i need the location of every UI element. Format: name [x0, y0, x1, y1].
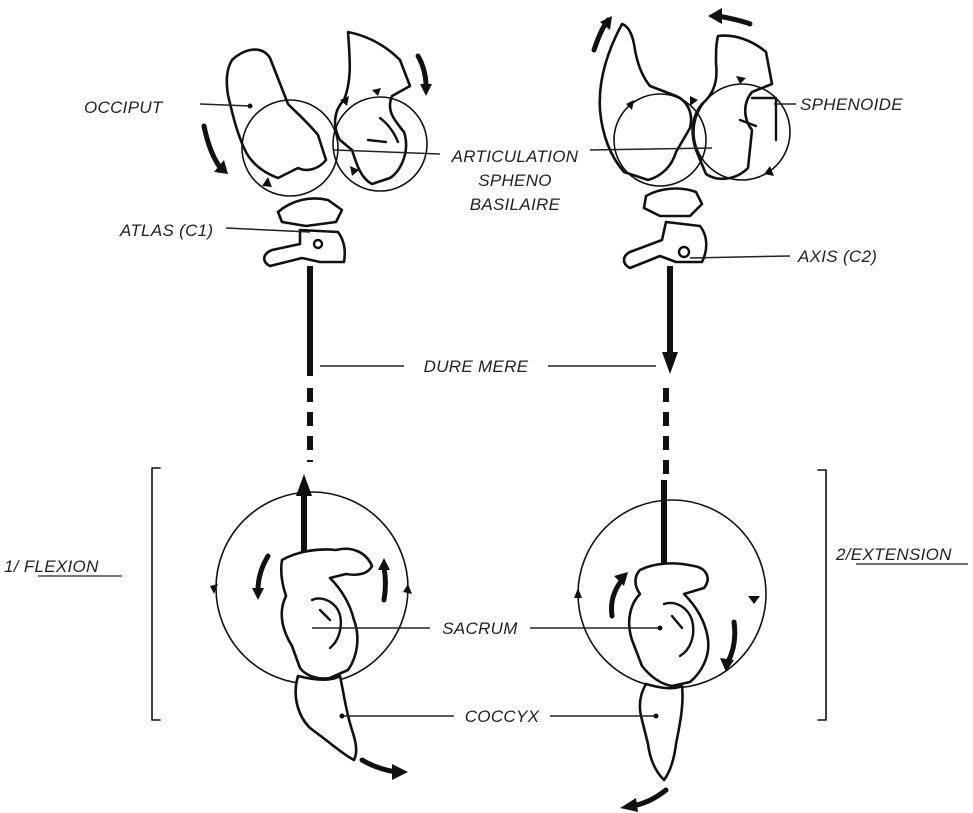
coccyx-bold-arrow-left: [362, 760, 396, 772]
sphenoid-bone-right: [693, 36, 772, 179]
sphenoid-bold-arrowhead-left: [420, 84, 432, 96]
coccyx-bold-arrowhead-right: [620, 798, 638, 812]
sacrum-label: SACRUM: [442, 619, 518, 638]
articulation-label-line1: ARTICULATION: [451, 147, 579, 166]
sacrum-circle-arrowhead-right-b: [748, 596, 760, 604]
axis-vertebra-right: [624, 222, 706, 268]
coccyx-bone-left: [296, 676, 357, 760]
extension-column: [574, 8, 826, 812]
sacrum-bold-arrowhead-left-2: [378, 558, 390, 570]
sphenoid-bold-arrow-right: [718, 16, 750, 24]
occiput-leader-dot: [248, 104, 253, 109]
coccyx-leader-dot-left: [340, 714, 345, 719]
dura-arrowhead-down-right: [662, 352, 678, 374]
atlas-vertebra-left: [278, 199, 342, 227]
articulation-label-line2: SPHENO: [478, 171, 552, 190]
occiput-bone-right: [600, 24, 691, 180]
sacrum-bold-arrowhead-right-2: [720, 658, 734, 672]
coccyx-bold-arrowhead-left: [392, 764, 408, 780]
sphenoid-bold-arrowhead-right: [708, 8, 722, 24]
sacrum-leader-dot-right: [658, 626, 663, 631]
atlas-label: ATLAS (C1): [119, 221, 213, 240]
coccyx-bone-right: [640, 684, 683, 780]
occiput-bold-arrow-left: [204, 126, 222, 170]
extension-word: EXTENSION: [851, 545, 952, 564]
flexion-prefix: 1/: [4, 557, 24, 576]
circle-arrowhead-left-1: [262, 177, 272, 187]
atlas-vertebra-right: [644, 189, 702, 216]
axis-vertebra-left: [264, 230, 345, 266]
sphenoide-label: SPHENOIDE: [800, 95, 903, 114]
sacrum-bold-arrow-left-1: [258, 556, 268, 590]
axis-label: AXIS (C2): [797, 247, 877, 266]
sacrum-circle-arrowhead-left-b: [403, 584, 412, 594]
coccyx-leader-dot-right: [654, 714, 659, 719]
articulation-label-line3: BASILAIRE: [470, 195, 561, 214]
circle-arrowhead-right-2: [690, 96, 698, 106]
sphenoid-bold-arrow-left: [418, 56, 426, 86]
coccyx-label: COCCYX: [465, 707, 540, 726]
sphenoid-bone-left: [335, 32, 410, 184]
dure-mere-label: DURE MERE: [424, 357, 529, 376]
sacrum-bold-arrow-right-1: [611, 580, 622, 616]
flexion-bracket: [152, 468, 160, 720]
coccyx-bold-arrow-right: [632, 790, 666, 806]
sacrum-bone-right: [629, 563, 708, 686]
sacrum-bold-arrow-right-2: [728, 622, 735, 662]
occiput-label: OCCIPUT: [84, 98, 164, 117]
extension-bracket: [818, 470, 826, 720]
occiput-bone-left: [227, 50, 326, 178]
labels: OCCIPUT SPHENOIDE ARTICULATION SPHENO BA…: [4, 95, 968, 726]
sacrum-bold-arrow-left-2: [384, 568, 386, 600]
sacrum-bold-arrowhead-left-1: [252, 588, 264, 600]
sacrum-bone-left: [281, 549, 372, 679]
extension-label: 2/EXTENSION: [835, 545, 952, 564]
sacrum-circle-arrowhead-right-a: [574, 588, 582, 598]
flexion-word: FLEXION: [24, 557, 99, 576]
atlas-leader: [226, 228, 310, 232]
flexion-label: 1/ FLEXION: [4, 557, 99, 576]
flexion-column: [152, 32, 432, 780]
